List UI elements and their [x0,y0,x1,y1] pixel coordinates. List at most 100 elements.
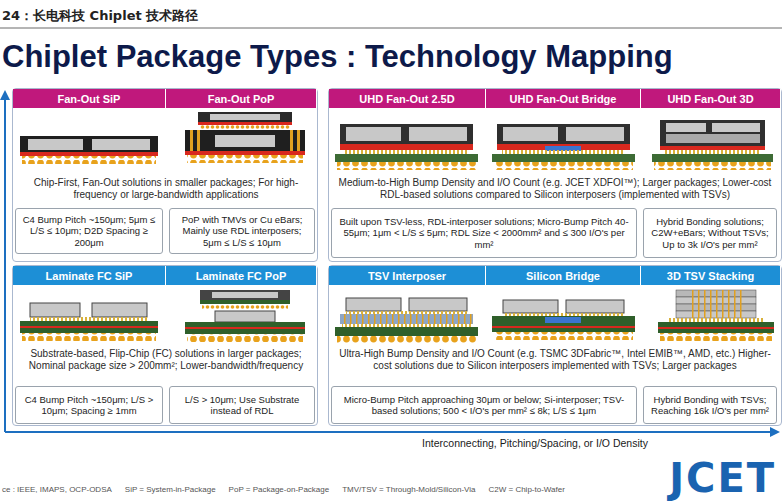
package-layer [494,332,633,340]
header-text: UHD Fan-Out 3D [667,93,753,105]
laminate-pop-figure [185,290,305,342]
group-panel: Substrate-based, Flip-Chip (FC) solution… [12,265,318,426]
figure-caption: 24：长电科技 Chiplet 技术路径 [2,7,198,25]
package-layer [497,124,630,144]
package-layer [185,322,305,334]
package-layer [409,298,467,311]
package-layer [20,326,158,328]
fanout-pop-figure [185,112,305,163]
group-panel: Medium-to-High Bump Density and I/O Coun… [328,88,782,262]
spec-text: L/S > 10μm; Use Substrate instead of RDL [174,394,310,417]
package-layer [658,322,774,333]
package-layer [545,317,581,323]
package-layer [668,318,764,322]
package-layer [503,300,558,313]
package-layer [652,154,773,162]
package-layer [185,151,305,155]
package-layer [0,90,10,100]
header-text: TSV Interposer [368,270,446,282]
type-header: Laminate FC SiP [13,266,166,285]
header-text: Fan-Out PoP [208,93,275,105]
tsv-interposer-figure [335,298,478,344]
spec-text: C4 Bump Pitch ~150μm; L/S > 10μm; Spacin… [20,394,158,417]
header-text: Laminate FC SiP [46,270,133,282]
tsv-stacking-figure [658,290,774,341]
package-layer [770,427,780,437]
package-layer [215,311,275,322]
uhd-bridge-figure [492,124,635,170]
type-header: Silicon Bridge [486,266,641,285]
header-text: Silicon Bridge [526,270,600,282]
group-panel: Chip-First, Fan-Out solutions in smaller… [12,88,318,262]
package-layer [297,130,300,151]
spec-box: Built upon TSV-less, RDL-interposer solu… [331,208,637,258]
package-layer [503,313,624,316]
package-layer [22,156,156,164]
type-header: Fan-Out PoP [166,89,317,108]
package-layer [712,123,760,132]
package-layer [187,334,303,342]
caption-rule [0,28,782,29]
package-layer [346,127,401,141]
spec-box: Hybrid Bonding solutions; C2W+eBars; Wit… [643,208,777,258]
footnote: ce : IEEE, IMAPS, OCP-ODSA [2,485,112,494]
package-layer [290,130,293,151]
package-layer [664,150,761,154]
package-layer [492,326,635,328]
package-layer [342,324,471,327]
package-layer [212,292,278,298]
package-layer [28,139,83,150]
package-layer [502,150,625,154]
spec-text: Built upon TSV-less, RDL-interposer solu… [336,216,632,250]
package-layer [654,162,771,170]
package-layer [200,125,290,130]
type-header: Fan-Out SiP [13,89,166,108]
type-header: UHD Fan-Out Bridge [486,89,641,108]
spec-box: Hybrid Bonding with TSVs; Reaching 16k I… [643,386,777,424]
package-layer [666,134,760,143]
axis-label: Interconnecting, Pitching/Spacing, or I/… [300,437,770,449]
package-layer [92,303,147,317]
spec-text: Micro-Bump Pitch approaching 30μm or bel… [336,394,632,417]
footnote: PoP = Package-on-Package [229,485,330,494]
footnote: TMV/TSV = Through-Mold/Silicon-Via [342,485,475,494]
footnote: C2W = Chip-to-Wafer [489,485,565,494]
package-layer [503,127,558,141]
package-layer [660,146,765,150]
package-layer [215,135,275,147]
package-layer [494,162,633,170]
spec-text: C4 Bump Pitch ~150μm; 5μm ≤ L/S ≤ 10μm; … [20,214,158,248]
package-layer [492,316,635,332]
package-layer [335,327,478,336]
package-layer [202,304,288,309]
group-panel: Ultra-High Bump Density and I/O Count (e… [328,265,782,426]
package-layer [335,154,478,162]
package-layer [566,127,624,141]
footnote: SiP = System-in-Package [125,485,216,494]
package-layer [30,303,80,317]
header-text: Fan-Out SiP [58,93,121,105]
type-header: 3D TSV Stacking [641,266,781,285]
package-layer [346,311,467,314]
package-layer [666,123,706,132]
package-layer [337,162,476,170]
package-layer [198,122,292,125]
header-text: Laminate FC PoP [196,270,286,282]
package-layer [690,290,742,318]
package-layer [660,333,772,341]
package-layer [198,112,292,122]
fanout-sip-figure [20,136,158,164]
spec-box: L/S > 10μm; Use Substrate instead of RDL [169,386,315,424]
package-layer [190,130,193,151]
uhd-25d-figure [335,124,478,170]
package-layer [4,98,6,432]
package-layer [340,144,473,150]
spec-box: C4 Bump Pitch ~150μm; 5μm ≤ L/S ≤ 10μm; … [15,208,163,254]
package-layer [197,130,200,151]
package-layer [5,431,772,433]
package-layer [340,314,473,324]
spec-text: PoP with TMVs or Cu eBars; Mainly use RD… [174,214,310,248]
package-layer [337,336,476,344]
panel-description: Ultra-High Bump Density and I/O Count (e… [335,348,775,372]
